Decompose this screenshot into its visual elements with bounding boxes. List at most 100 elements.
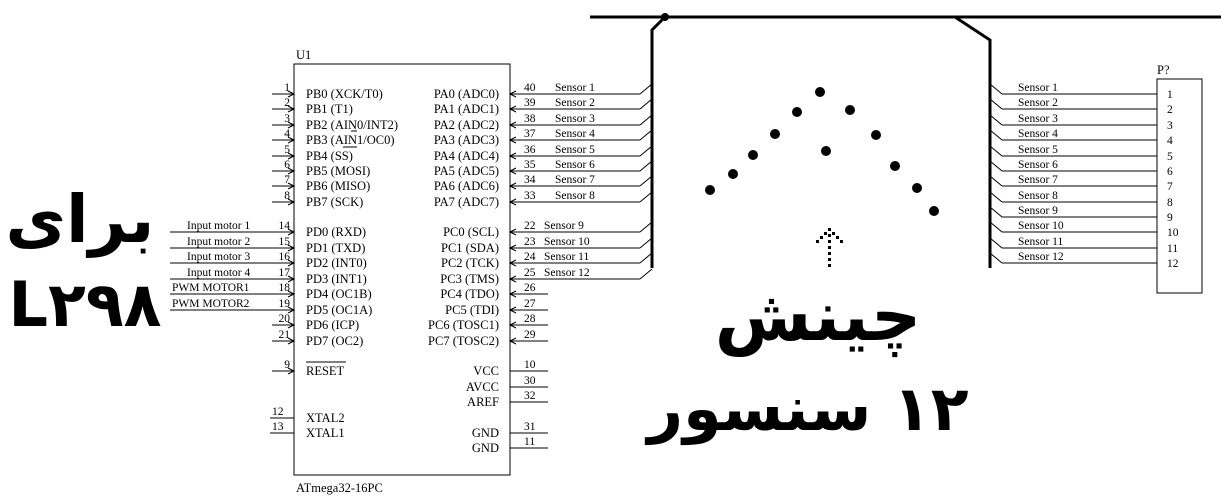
pin-name: PC1 (SDA) [441, 241, 499, 255]
right-net: Sensor 7 [548, 174, 653, 187]
pin-name: PA4 (ADC4) [434, 149, 499, 163]
pin-name: PB4 (SS) [306, 149, 353, 163]
pin-arrow-icon [287, 244, 296, 252]
net-label: PWM MOTOR1 [172, 282, 250, 294]
pin-name: PA0 (ADC0) [434, 87, 499, 101]
connector-net: Sensor 5 5 [989, 144, 1173, 163]
left-net: Input motor 2 [170, 236, 272, 249]
sensor-dot [929, 206, 939, 216]
pin-number: 30 [524, 375, 536, 387]
sensor-dot [845, 105, 855, 115]
mcu-part: ATmega32-16PC [296, 481, 383, 495]
caption-right-line1: چینش [715, 275, 922, 358]
pin-name: XTAL1 [306, 426, 345, 440]
pin-number: 20 [279, 313, 291, 325]
pin-name: AREF [467, 395, 499, 409]
pin-arrow-icon [287, 152, 296, 160]
pin-name: PD7 (OC2) [306, 334, 363, 348]
net-label: Sensor 12 [544, 267, 590, 279]
mcu-pin-left: 15 PD1 (TXD) [272, 236, 365, 255]
pin-number: 4 [284, 128, 290, 140]
connector-ref: P? [1157, 63, 1170, 77]
pin-number: 1 [284, 82, 290, 94]
pin-number: 17 [279, 267, 291, 279]
pin-number: 16 [279, 251, 291, 263]
pin-number: 22 [524, 220, 536, 232]
pin-name: PD4 (OC1B) [306, 287, 372, 301]
pin-name: PB7 (SCK) [306, 195, 363, 209]
pin-name: PB1 (T1) [306, 102, 353, 116]
connector-pin-number: 1 [1167, 89, 1173, 101]
net-label: Input motor 2 [187, 236, 250, 248]
pin-arrow-icon [287, 275, 296, 283]
pin-number: 6 [284, 159, 290, 171]
mcu-pin-right: 23 PC1 (SDA) [441, 236, 548, 255]
right-net: Sensor 4 [548, 128, 653, 141]
pin-name: PB2 (AIN0/INT2) [306, 118, 398, 132]
pin-number: 27 [524, 298, 536, 310]
pin-number: 35 [524, 159, 536, 171]
pin-number: 14 [279, 220, 291, 232]
caption-left-line2: L۲۹۸ [8, 268, 161, 341]
pin-number: 33 [524, 190, 536, 202]
pin-number: 39 [524, 97, 536, 109]
pin-number: 7 [284, 174, 290, 186]
pin-name: PA7 (ADC7) [434, 195, 499, 209]
right-net: Sensor 2 [548, 97, 653, 110]
right-net: Sensor 3 [548, 113, 653, 126]
pin-name: PA6 (ADC6) [434, 179, 499, 193]
pin-arrow-icon [287, 337, 296, 345]
pin-number: 19 [279, 298, 291, 310]
pin-number: 18 [279, 282, 291, 294]
pin-number: 34 [524, 174, 536, 186]
caption-left-line1: برای [6, 181, 155, 258]
net-label: Sensor 2 [1018, 97, 1058, 109]
connector-pin-number: 5 [1167, 151, 1173, 163]
pin-arrow-icon [287, 90, 296, 98]
pin-name: PB3 (AIN1/OC0) [306, 133, 395, 147]
mcu-pin-right: 34 PA6 (ADC6) [434, 174, 548, 193]
pin-number: 32 [524, 390, 536, 402]
mcu-ref: U1 [296, 48, 311, 62]
pin-number: 15 [279, 236, 291, 248]
right-net: Sensor 11 [544, 251, 653, 264]
net-label: Sensor 4 [555, 128, 595, 140]
pin-arrow-icon [287, 136, 296, 144]
pin-name: PC4 (TDO) [440, 287, 499, 301]
pin-number: 23 [524, 236, 536, 248]
sensor-dot [815, 87, 825, 97]
pin-name: PC2 (TCK) [441, 256, 499, 270]
pin-number: 13 [272, 421, 284, 433]
pin-name: PD1 (TXD) [306, 241, 365, 255]
connector-net: Sensor 77 [989, 174, 1173, 193]
mcu-pin-right: 33 PA7 (ADC7) [434, 190, 548, 209]
connector-net: Sensor 88 [989, 190, 1173, 209]
pin-number: 40 [524, 82, 536, 94]
pin-name: PD3 (INT1) [306, 272, 367, 286]
pin-arrow-icon [508, 121, 517, 129]
sensor-dot [705, 185, 715, 195]
net-label: Sensor 5 [1018, 144, 1058, 156]
net-label: Sensor 8 [1018, 190, 1058, 202]
connector-body [1156, 78, 1203, 294]
pin-name: AVCC [466, 380, 499, 394]
sensor-dot [912, 183, 922, 193]
pin-name: PA2 (ADC2) [434, 118, 499, 132]
